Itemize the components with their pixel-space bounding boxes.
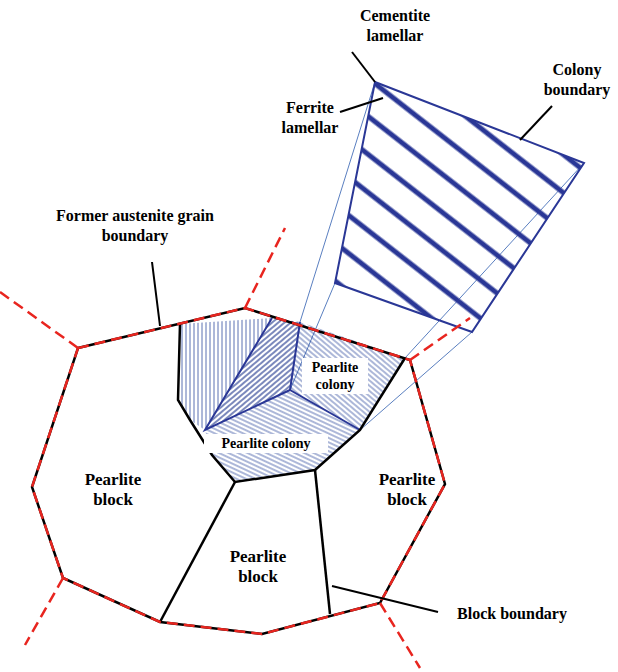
pearlite-block: Pearlite block [367,470,447,510]
node-label: Pearlite colony [206,435,326,452]
callout-label: Colony boundary [536,60,618,100]
node-label: Pearlite block [218,547,298,587]
grain-boundary [0,228,470,668]
callout-label: Former austenite grain boundary [55,206,215,246]
node-label: Pearlite block [367,470,447,510]
pearlite-block: Pearlite block [218,547,298,587]
block-boundaries [160,324,405,622]
leader-lines [152,52,552,612]
colony-outline [335,82,584,332]
colony-lamellae [335,82,584,332]
node-label: Pearlite block [73,470,153,510]
pearlite-block: Pearlite block [73,470,153,510]
pearlite-colony: Pearlite colony [302,358,368,394]
callout-label: Ferrite lamellar [275,98,345,138]
callout-label: Block boundary [442,604,582,624]
node-label: Pearlite colony [304,359,366,393]
pearlite-colony: Pearlite colony [204,434,328,453]
callout-label: Cementite lamellar [349,6,441,46]
colony-hatch [205,390,360,482]
